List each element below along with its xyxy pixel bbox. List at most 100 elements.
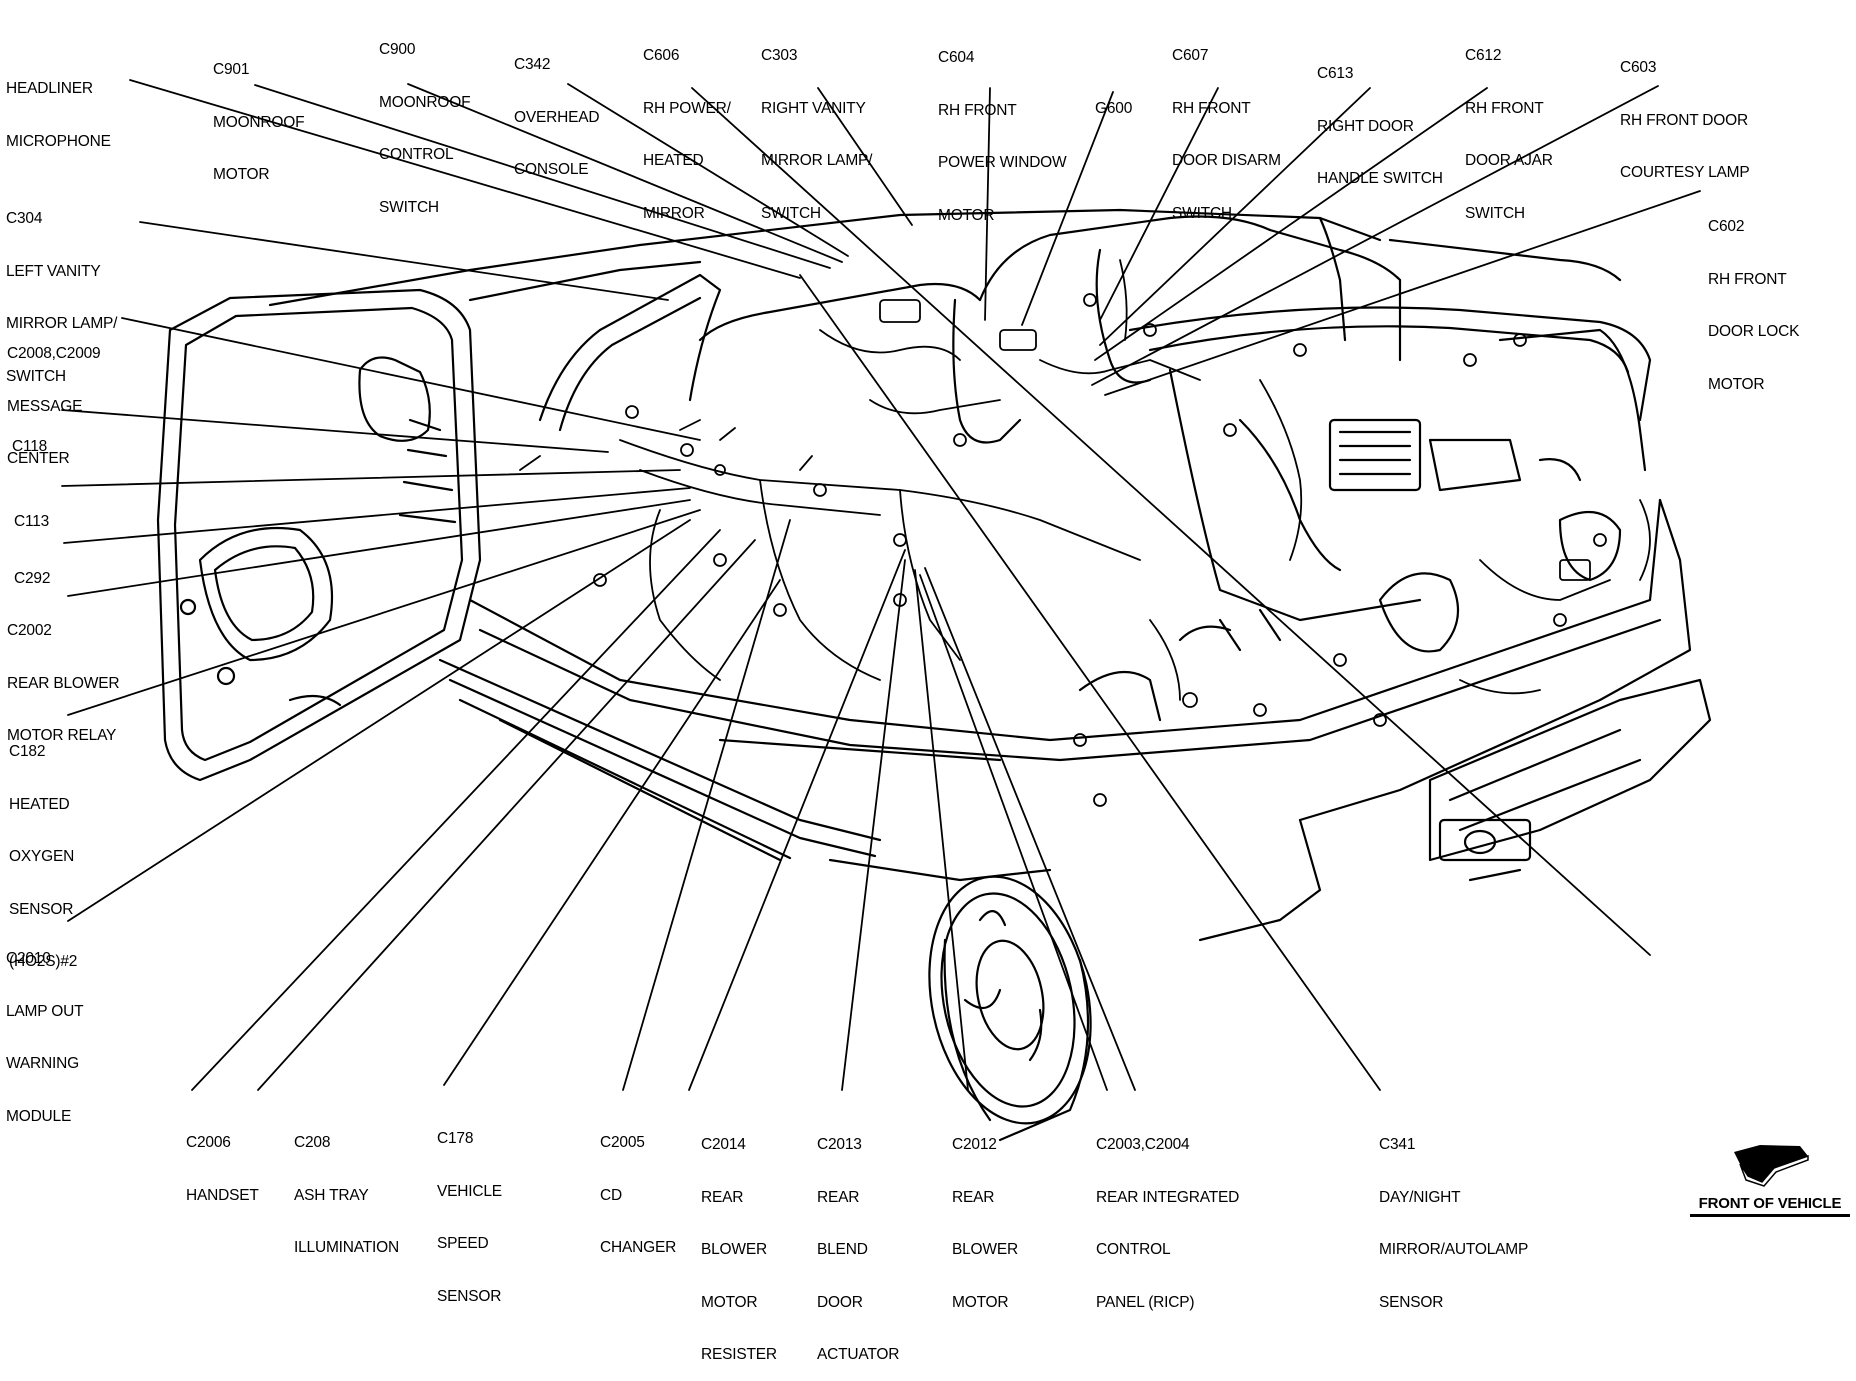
label-line: MOONROOF xyxy=(379,93,471,111)
leader-g600 xyxy=(1021,91,1114,326)
label-line: DAY/NIGHT xyxy=(1379,1188,1461,1206)
label-line: SENSOR xyxy=(1379,1293,1444,1311)
connector-code: C208 xyxy=(294,1134,331,1151)
label-line: COURTESY LAMP xyxy=(1620,164,1750,181)
connector-code: C2012 xyxy=(952,1136,997,1153)
label-c2008-c2009: C2008,C2009 MESSAGE CENTER xyxy=(7,310,101,485)
label-line: SWITCH xyxy=(1172,204,1232,222)
front-of-vehicle-indicator: FRONT OF VEHICLE xyxy=(1690,1142,1850,1217)
leader-c118 xyxy=(61,409,609,453)
label-line: MOTOR xyxy=(213,166,270,183)
label-c901: C901 MOONROOF MOTOR xyxy=(213,26,305,201)
label-line: ILLUMINATION xyxy=(294,1239,399,1256)
label-c613: C613 RIGHT DOOR HANDLE SWITCH xyxy=(1317,30,1443,205)
front-of-vehicle-arrow-icon xyxy=(1734,1145,1809,1187)
label-line: SWITCH xyxy=(1465,204,1525,222)
label-line: CONTROL xyxy=(1096,1241,1171,1258)
connector-code: C182 xyxy=(9,743,46,760)
label-line: RH POWER/ xyxy=(643,99,731,117)
connector-code: C118 xyxy=(12,438,48,455)
label-line: DOOR xyxy=(817,1293,863,1311)
label-c118: C118 xyxy=(12,403,47,473)
label-c2005: C2005 CD CHANGER xyxy=(600,1099,676,1274)
leader-c2010 xyxy=(67,519,691,922)
label-line: MOTOR xyxy=(952,1293,1009,1311)
leader-c342 xyxy=(567,83,849,257)
label-line: RESISTER xyxy=(701,1346,777,1363)
label-line: HANDSET xyxy=(186,1186,259,1204)
label-c602: C602 RH FRONT DOOR LOCK MOTOR xyxy=(1708,183,1799,411)
label-line: MESSAGE xyxy=(7,397,83,415)
label-line: BLOWER xyxy=(952,1241,1018,1258)
label-c304: C304 LEFT VANITY MIRROR LAMP/ SWITCH xyxy=(6,175,117,403)
label-line: DOOR AJAR xyxy=(1465,152,1553,169)
label-line: RH FRONT xyxy=(938,101,1017,119)
connector-code: C292 xyxy=(14,570,51,587)
leader-c607 xyxy=(1099,87,1219,321)
label-line: DOOR DISARM xyxy=(1172,152,1281,169)
connector-code: C2014 xyxy=(701,1136,746,1153)
connector-code: C342 xyxy=(514,56,551,73)
floor-rails xyxy=(438,658,1052,882)
label-line: (HO2S)#2 xyxy=(9,953,78,970)
label-line: CONTROL xyxy=(379,146,454,163)
label-line: REAR xyxy=(817,1188,860,1206)
leader-c182 xyxy=(67,509,701,716)
leader-c901 xyxy=(254,84,831,269)
label-line: CHANGER xyxy=(600,1239,677,1256)
label-line: BLEND xyxy=(817,1241,868,1258)
leader-c304 xyxy=(139,221,669,301)
connector-code: C900 xyxy=(379,41,416,58)
cargo-area xyxy=(1128,306,1652,622)
connector-code: C2008,C2009 xyxy=(7,345,101,362)
label-c603: C603 RH FRONT DOOR COURTESY LAMP xyxy=(1620,24,1750,199)
label-line: REAR BLOWER xyxy=(7,674,120,692)
label-line: REAR xyxy=(701,1188,744,1206)
label-line: HEATED xyxy=(643,152,704,169)
leader-c2006 xyxy=(191,529,721,1091)
label-line: RIGHT VANITY xyxy=(761,99,866,117)
connector-code: C901 xyxy=(213,61,250,78)
leader-c2013 xyxy=(841,559,906,1091)
leader-c292 xyxy=(63,487,691,544)
label-line: MIRROR xyxy=(643,204,705,222)
label-line: OVERHEAD xyxy=(514,108,600,126)
vehicle-body xyxy=(156,208,1712,1142)
leader-c2003 xyxy=(919,574,1108,1091)
label-line: POWER WINDOW xyxy=(938,154,1067,171)
leader-c178 xyxy=(443,579,781,1086)
connector-code: C341 xyxy=(1379,1136,1416,1153)
connector-code: C606 xyxy=(643,47,680,64)
connector-code: C613 xyxy=(1317,65,1354,82)
label-line: RH FRONT DOOR xyxy=(1620,111,1748,129)
label-line: WARNING xyxy=(6,1055,79,1072)
open-left-door xyxy=(156,288,482,782)
label-line: HANDLE SWITCH xyxy=(1317,170,1443,187)
connector-code: C612 xyxy=(1465,47,1502,64)
connector-code: C2010 xyxy=(6,950,51,967)
label-line: MODULE xyxy=(6,1107,72,1125)
leader-c602 xyxy=(1104,190,1701,396)
label-c113: C113 xyxy=(14,478,49,548)
leader-c2005 xyxy=(622,519,791,1091)
rear-body-and-bumper xyxy=(468,498,1712,942)
leader-c2002 xyxy=(67,499,691,597)
connector-code: C604 xyxy=(938,49,975,66)
label-line: LEFT VANITY xyxy=(6,262,101,280)
label-c2003-c2004: C2003,C2004 REAR INTEGRATED CONTROL PANE… xyxy=(1096,1101,1239,1329)
connector-code: C2013 xyxy=(817,1136,862,1153)
label-line: RIGHT DOOR xyxy=(1317,117,1414,135)
label-line: HEATED xyxy=(9,795,70,813)
leader-c606 xyxy=(691,87,1651,956)
label-c208: C208 ASH TRAY ILLUMINATION xyxy=(294,1099,399,1274)
label-line: VEHICLE xyxy=(437,1182,502,1200)
leader-c612 xyxy=(1094,87,1488,361)
label-line: RH FRONT xyxy=(1708,270,1787,288)
label-line: MOTOR RELAY xyxy=(7,727,117,744)
label-line: RH FRONT xyxy=(1465,99,1544,117)
label-c900: C900 MOONROOF CONTROL SWITCH xyxy=(379,6,471,234)
connector-code: C603 xyxy=(1620,59,1657,76)
connector-code: C602 xyxy=(1708,218,1745,235)
label-line: RH FRONT xyxy=(1172,99,1251,117)
vehicle-line-art xyxy=(61,79,1712,1142)
